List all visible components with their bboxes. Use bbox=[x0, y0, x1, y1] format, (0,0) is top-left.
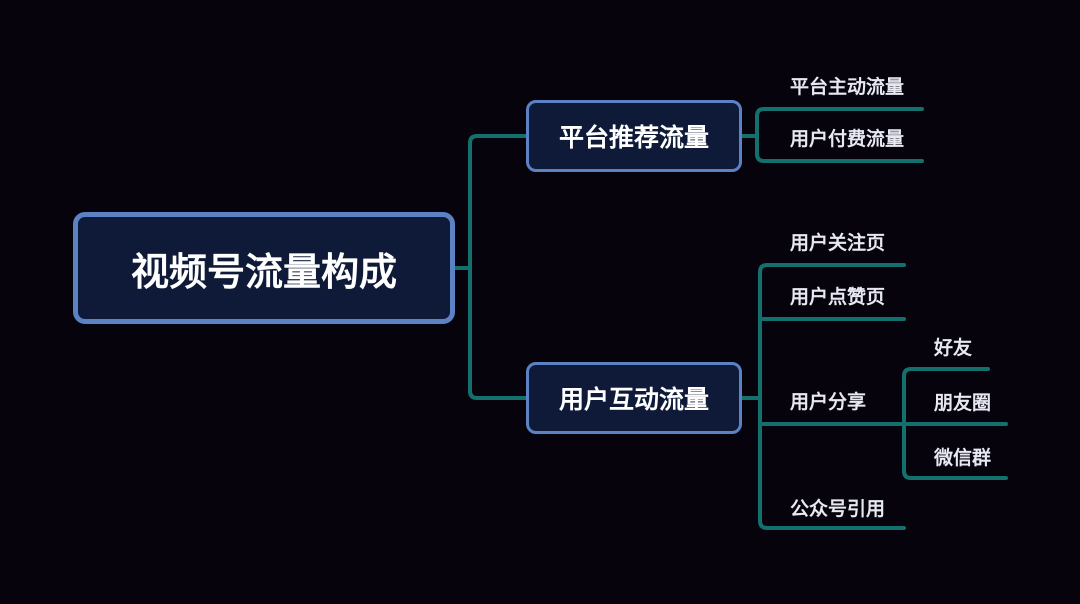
subleaf-friends: 好友 bbox=[934, 337, 973, 359]
root-topic: 视频号流量构成 bbox=[73, 212, 455, 324]
leaf-platform-active: 平台主动流量 bbox=[790, 76, 905, 98]
leaf-follow-page: 用户关注页 bbox=[790, 232, 886, 254]
branch-platform-recommend: 平台推荐流量 bbox=[526, 100, 742, 172]
connector-branch1-leaves bbox=[755, 107, 924, 163]
subleaf-moments: 朋友圈 bbox=[934, 392, 992, 414]
connector-share-subitems bbox=[902, 367, 1008, 480]
connector-root-branches bbox=[468, 134, 528, 400]
subleaf-wechat-group: 微信群 bbox=[934, 447, 992, 469]
leaf-like-page: 用户点赞页 bbox=[790, 286, 886, 308]
leaf-user-paid: 用户付费流量 bbox=[790, 128, 905, 150]
connector-branch2-leaves bbox=[758, 263, 906, 530]
leaf-official-account: 公众号引用 bbox=[790, 498, 886, 520]
leaf-user-share: 用户分享 bbox=[790, 391, 867, 413]
branch-user-interaction: 用户互动流量 bbox=[526, 362, 742, 434]
